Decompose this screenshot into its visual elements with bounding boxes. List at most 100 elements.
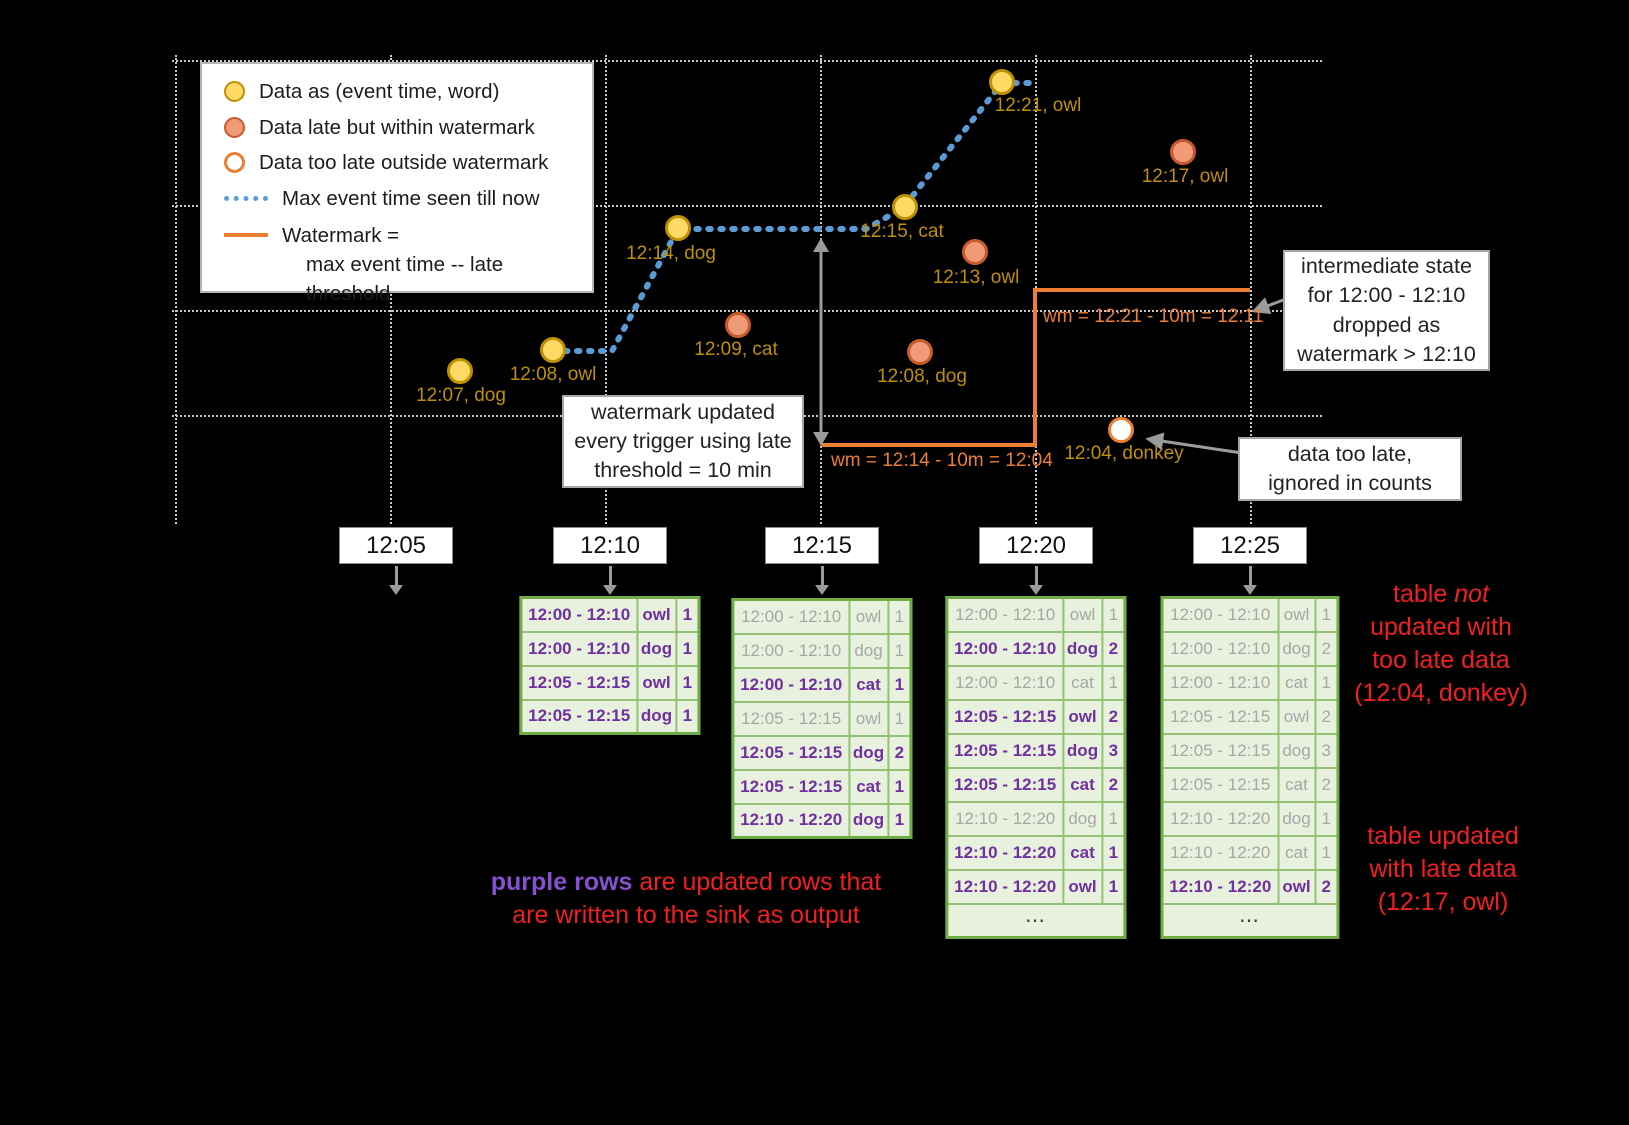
col-window: 12:00 - 12:10 bbox=[731, 666, 850, 703]
col-word: owl bbox=[635, 664, 678, 701]
col-count: 2 bbox=[1314, 698, 1339, 735]
down-arrow bbox=[394, 566, 398, 586]
event-label: 12:21, owl bbox=[994, 95, 1082, 116]
col-word: owl bbox=[635, 596, 678, 633]
col-count: 1 bbox=[1101, 664, 1127, 701]
callout-data-too-late: data too late, ignored in counts bbox=[1238, 437, 1462, 501]
down-arrow bbox=[608, 566, 612, 586]
legend-item-late: Data late but within watermark bbox=[224, 116, 574, 140]
col-window: 12:05 - 12:15 bbox=[731, 700, 850, 737]
col-window: 12:00 - 12:10 bbox=[731, 598, 850, 635]
trigger-time-box: 12:10 bbox=[553, 527, 667, 564]
col-word: cat bbox=[1061, 664, 1104, 701]
legend-watermark-line2: max event time -- late threshold bbox=[306, 252, 504, 305]
down-arrow-head-icon bbox=[1029, 585, 1043, 595]
col-word: dog bbox=[1061, 630, 1104, 667]
legend-item-ontime: Data as (event time, word) bbox=[224, 80, 574, 104]
col-count: 2 bbox=[1101, 630, 1127, 667]
col-window: 12:05 - 12:15 bbox=[1161, 698, 1279, 735]
col-count: 1 bbox=[887, 802, 913, 839]
legend-watermark-line1: Watermark = bbox=[282, 224, 400, 248]
event-label: 12:13, owl bbox=[932, 267, 1020, 288]
event-dot-ontime bbox=[892, 194, 918, 220]
col-window: 12:00 - 12:10 bbox=[1161, 664, 1279, 701]
note-too-late-not-updated: table not updated with too late data (12… bbox=[1352, 578, 1530, 710]
col-count: 2 bbox=[1314, 630, 1339, 667]
late-dot-icon bbox=[224, 116, 245, 138]
trigger-time-box: 12:15 bbox=[765, 527, 879, 564]
event-label: 12:04, donkey bbox=[1064, 443, 1184, 464]
event-dot-ontime bbox=[989, 69, 1015, 95]
col-window: 12:05 - 12:15 bbox=[519, 698, 638, 735]
note-text-italic: not bbox=[1454, 580, 1489, 608]
col-count: 1 bbox=[675, 630, 701, 667]
col-window: 12:10 - 12:20 bbox=[945, 800, 1064, 837]
trigger-time-box: 12:25 bbox=[1193, 527, 1307, 564]
col-count: 1 bbox=[887, 598, 913, 635]
down-arrow bbox=[1034, 566, 1038, 586]
table-row-ellipsis: ⋯ bbox=[1161, 902, 1339, 939]
down-arrow-head-icon bbox=[603, 585, 617, 595]
event-label: 12:15, cat bbox=[860, 221, 944, 242]
col-word: dog bbox=[1277, 800, 1316, 837]
event-dot-ontime bbox=[447, 358, 473, 384]
event-dot-late bbox=[907, 339, 933, 365]
down-arrow-head-icon bbox=[815, 585, 829, 595]
col-count: 1 bbox=[1314, 834, 1339, 871]
event-dot-ontime bbox=[665, 215, 691, 241]
col-window: 12:05 - 12:15 bbox=[1161, 732, 1279, 769]
ellipsis-cell: ⋯ bbox=[1161, 902, 1339, 939]
trigger-time-box: 12:05 bbox=[339, 527, 453, 564]
col-window: 12:10 - 12:20 bbox=[731, 802, 850, 839]
note-purple-highlight: purple rows bbox=[490, 868, 633, 896]
col-word: dog bbox=[635, 698, 678, 735]
col-window: 12:00 - 12:10 bbox=[945, 664, 1064, 701]
note-text: updated with too late data (12:04, donke… bbox=[1354, 613, 1528, 707]
callout-watermark-updated: watermark updated every trigger using la… bbox=[562, 395, 804, 488]
col-word: owl bbox=[1277, 868, 1316, 905]
col-window: 12:05 - 12:15 bbox=[519, 664, 638, 701]
legend-label: Watermark = max event time -- late thres… bbox=[282, 222, 574, 308]
col-window: 12:10 - 12:20 bbox=[945, 868, 1064, 905]
col-window: 12:00 - 12:10 bbox=[1161, 630, 1279, 667]
col-count: 1 bbox=[887, 632, 913, 669]
callout-text: data too late, ignored in counts bbox=[1268, 441, 1432, 495]
col-count: 2 bbox=[1314, 766, 1339, 803]
note-purple-rows: purple rows are updated rows that are wr… bbox=[480, 866, 892, 932]
legend-item-watermark: Watermark = max event time -- late thres… bbox=[224, 222, 574, 308]
col-window: 12:10 - 12:20 bbox=[1161, 800, 1279, 837]
event-dot-ontime bbox=[540, 337, 566, 363]
event-dot-late bbox=[962, 239, 988, 265]
col-window: 12:10 - 12:20 bbox=[945, 834, 1064, 871]
col-word: cat bbox=[1277, 834, 1316, 871]
col-word: dog bbox=[1277, 732, 1316, 769]
col-word: dog bbox=[1277, 630, 1316, 667]
callout-intermediate-state-dropped: intermediate state for 12:00 - 12:10 dro… bbox=[1283, 250, 1490, 371]
col-window: 12:05 - 12:15 bbox=[731, 734, 850, 771]
callout-text: intermediate state for 12:00 - 12:10 dro… bbox=[1297, 254, 1476, 366]
legend-label: Data late but within watermark bbox=[259, 115, 535, 139]
too-late-dot-icon bbox=[224, 152, 245, 174]
col-window: 12:05 - 12:15 bbox=[731, 768, 850, 805]
